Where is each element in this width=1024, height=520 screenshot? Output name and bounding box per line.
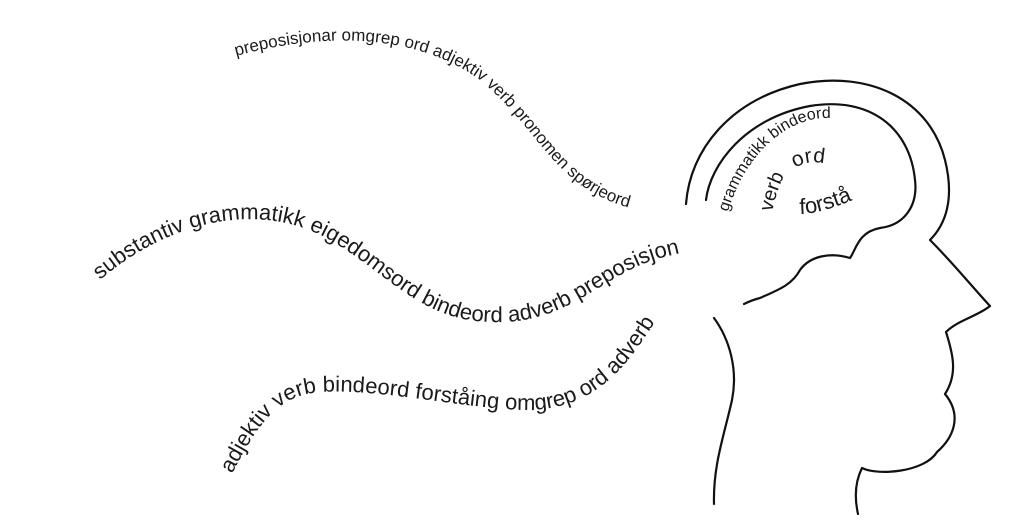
word-stream-bottom-text: adjektiv verb bindeord forståing omgrep … xyxy=(214,311,659,476)
head-inner-contour xyxy=(704,103,917,306)
word-inner-ord-text: ord xyxy=(788,144,827,172)
word-inner-verb: verb xyxy=(755,168,788,213)
word-inner-verb-text: verb xyxy=(755,168,788,213)
word-stream-middle-text: substantiv grammatikk eigedomsord bindeo… xyxy=(87,199,681,327)
word-inner-forsta-text: forstå xyxy=(799,181,855,219)
word-stream-top: preposisjonar omgrep ord adjektiv verb p… xyxy=(232,26,633,212)
head-outline xyxy=(684,79,992,516)
word-stream-top-text: preposisjonar omgrep ord adjektiv verb p… xyxy=(232,26,633,212)
word-stream-middle: substantiv grammatikk eigedomsord bindeo… xyxy=(87,199,681,327)
word-stream-bottom: adjektiv verb bindeord forståing omgrep … xyxy=(214,311,659,476)
word-inner-ord: ord xyxy=(788,144,827,172)
word-inner-forsta: forstå xyxy=(799,181,855,219)
neck-front xyxy=(712,316,736,506)
